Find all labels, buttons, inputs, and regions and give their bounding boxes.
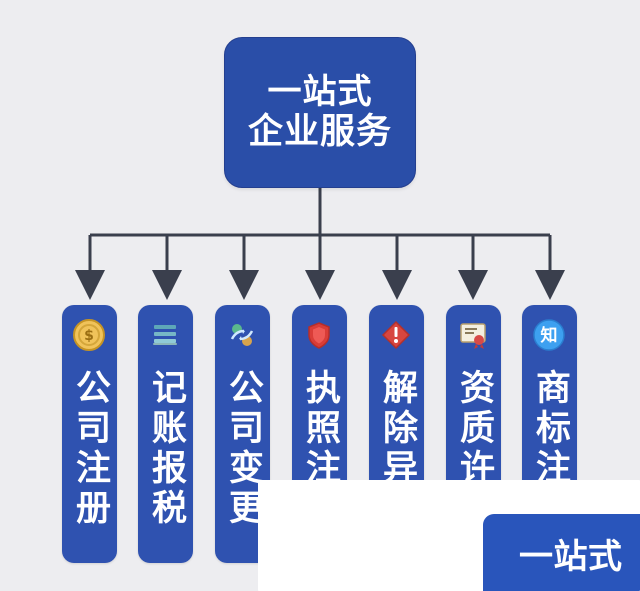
shield-icon xyxy=(301,317,337,353)
service-card-bookkeeping: 记账报税 xyxy=(138,305,193,563)
overlay-card: 一站式 xyxy=(258,480,640,591)
service-label-abnormal-removal: 解除异 xyxy=(377,369,417,489)
overlay-title-panel: 一站式 xyxy=(483,514,640,591)
root-node: 一站式 企业服务 xyxy=(224,37,416,188)
certificate-icon xyxy=(455,317,491,353)
service-label-bookkeeping: 记账报税 xyxy=(146,369,186,529)
service-label-company-change: 公司变更 xyxy=(223,369,263,529)
service-card-company-registration: $ 公司注册 xyxy=(62,305,117,563)
service-label-company-registration: 公司注册 xyxy=(70,369,110,529)
exchange-icon xyxy=(224,317,260,353)
root-title-line-1: 一站式 xyxy=(267,71,373,112)
service-label-license: 执照注 xyxy=(300,369,340,489)
zhi-icon: 知 xyxy=(531,317,567,353)
service-label-trademark: 商标注 xyxy=(530,369,570,489)
ledger-icon xyxy=(147,317,183,353)
root-title-line-2: 企业服务 xyxy=(247,111,392,152)
warning-icon xyxy=(378,317,414,353)
svg-text:知: 知 xyxy=(540,325,558,346)
service-label-qualification: 资质许 xyxy=(454,369,494,489)
overlay-title: 一站式 xyxy=(519,536,623,577)
coin-icon: $ xyxy=(71,317,107,353)
svg-text:$: $ xyxy=(84,328,94,344)
